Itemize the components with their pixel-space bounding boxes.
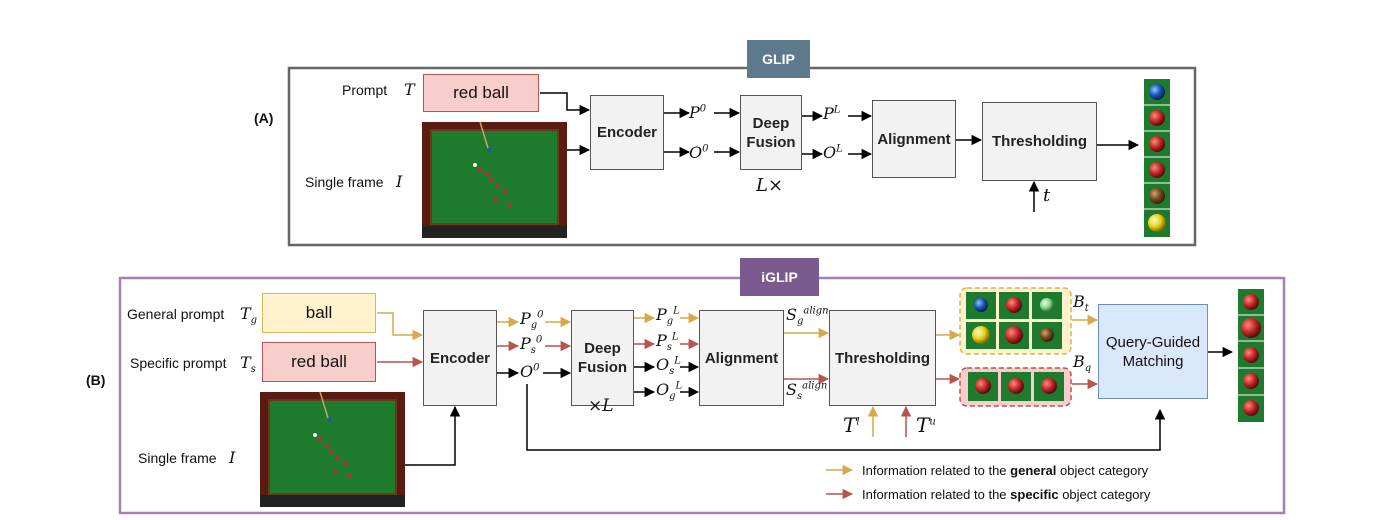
prompt-label-a: Prompt (342, 82, 388, 98)
legend-specific-text: Information related to the specific obje… (862, 487, 1151, 502)
loop-label-b: ×L (588, 396, 614, 416)
glip-title-tag: GLIP (747, 40, 810, 78)
prompt-symbol-a: T (404, 80, 415, 99)
snooker-frame-image-a (422, 121, 567, 238)
thresholding-box-b: Thresholding (829, 310, 936, 406)
threshold-t-label: t (1043, 185, 1051, 206)
query-guided-matching-box: Query-Guided Matching (1098, 304, 1208, 399)
specific-prompt-box: red ball (262, 342, 376, 382)
bt-label: Bt (1073, 292, 1089, 315)
specific-candidate-set (959, 367, 1072, 407)
pg0-label: Pg0 (520, 309, 544, 332)
ogl-label: OgL (656, 380, 683, 403)
bq-label: Bq (1073, 352, 1092, 375)
frame-symbol-a: I (396, 172, 403, 191)
ol-label-a: OL (823, 143, 843, 162)
arrow-o0-to-matching (526, 384, 1166, 451)
specific-prompt-symbol: Ts (240, 353, 256, 376)
thresholding-box-a: Thresholding (982, 102, 1097, 181)
o0-label-b: O0 (520, 362, 540, 381)
alignment-box-a: Alignment (872, 100, 956, 178)
sg-align-label: Sgalign (786, 305, 829, 328)
panel-b-letter: (B) (86, 372, 106, 388)
p0-label-a: P0 (689, 103, 707, 122)
snooker-frame-image-b (260, 391, 405, 507)
deep-fusion-box-b: Deep Fusion (571, 310, 634, 406)
osl-label: OsL (656, 355, 681, 378)
lower-threshold-label: Tl (843, 413, 860, 437)
arrow-general-prompt-to-encoder (377, 312, 424, 341)
legend-general-text: Information related to the general objec… (862, 463, 1149, 478)
upper-threshold-label: Tu (916, 413, 936, 437)
iglip-panel-border (118, 276, 1286, 515)
general-prompt-box: ball (262, 293, 376, 333)
general-candidate-set (959, 287, 1072, 355)
panel-a-letter: (A) (254, 110, 274, 126)
encoder-box-a: Encoder (590, 95, 664, 170)
loop-label-a: L× (756, 175, 784, 196)
frame-symbol-b: I (229, 448, 236, 467)
ss-align-label: Ssalign (786, 380, 828, 403)
iglip-title-tag: iGLIP (740, 258, 819, 296)
arrow-prompt-to-encoder-a (540, 92, 591, 116)
psl-label: PsL (656, 331, 679, 354)
alignment-box-b: Alignment (699, 310, 784, 406)
encoder-box-b: Encoder (423, 310, 497, 406)
o0-label-a: O0 (689, 143, 709, 162)
general-prompt-label: General prompt (127, 306, 225, 322)
deep-fusion-box-a: Deep Fusion (740, 95, 802, 170)
frame-label-a: Single frame (305, 174, 384, 190)
prompt-box-a: red ball (423, 74, 539, 112)
frame-label-b: Single frame (138, 450, 217, 466)
ps0-label: Ps0 (520, 334, 543, 357)
arrow-frame-to-encoder-b (405, 405, 461, 466)
output-balls-a (1144, 79, 1170, 237)
specific-prompt-label: Specific prompt (130, 355, 227, 371)
general-prompt-symbol: Tg (240, 304, 258, 327)
pl-label-a: PL (823, 104, 841, 123)
glip-panel-border (287, 66, 1197, 247)
pgl-label: PgL (656, 305, 680, 328)
output-balls-b (1238, 289, 1264, 422)
